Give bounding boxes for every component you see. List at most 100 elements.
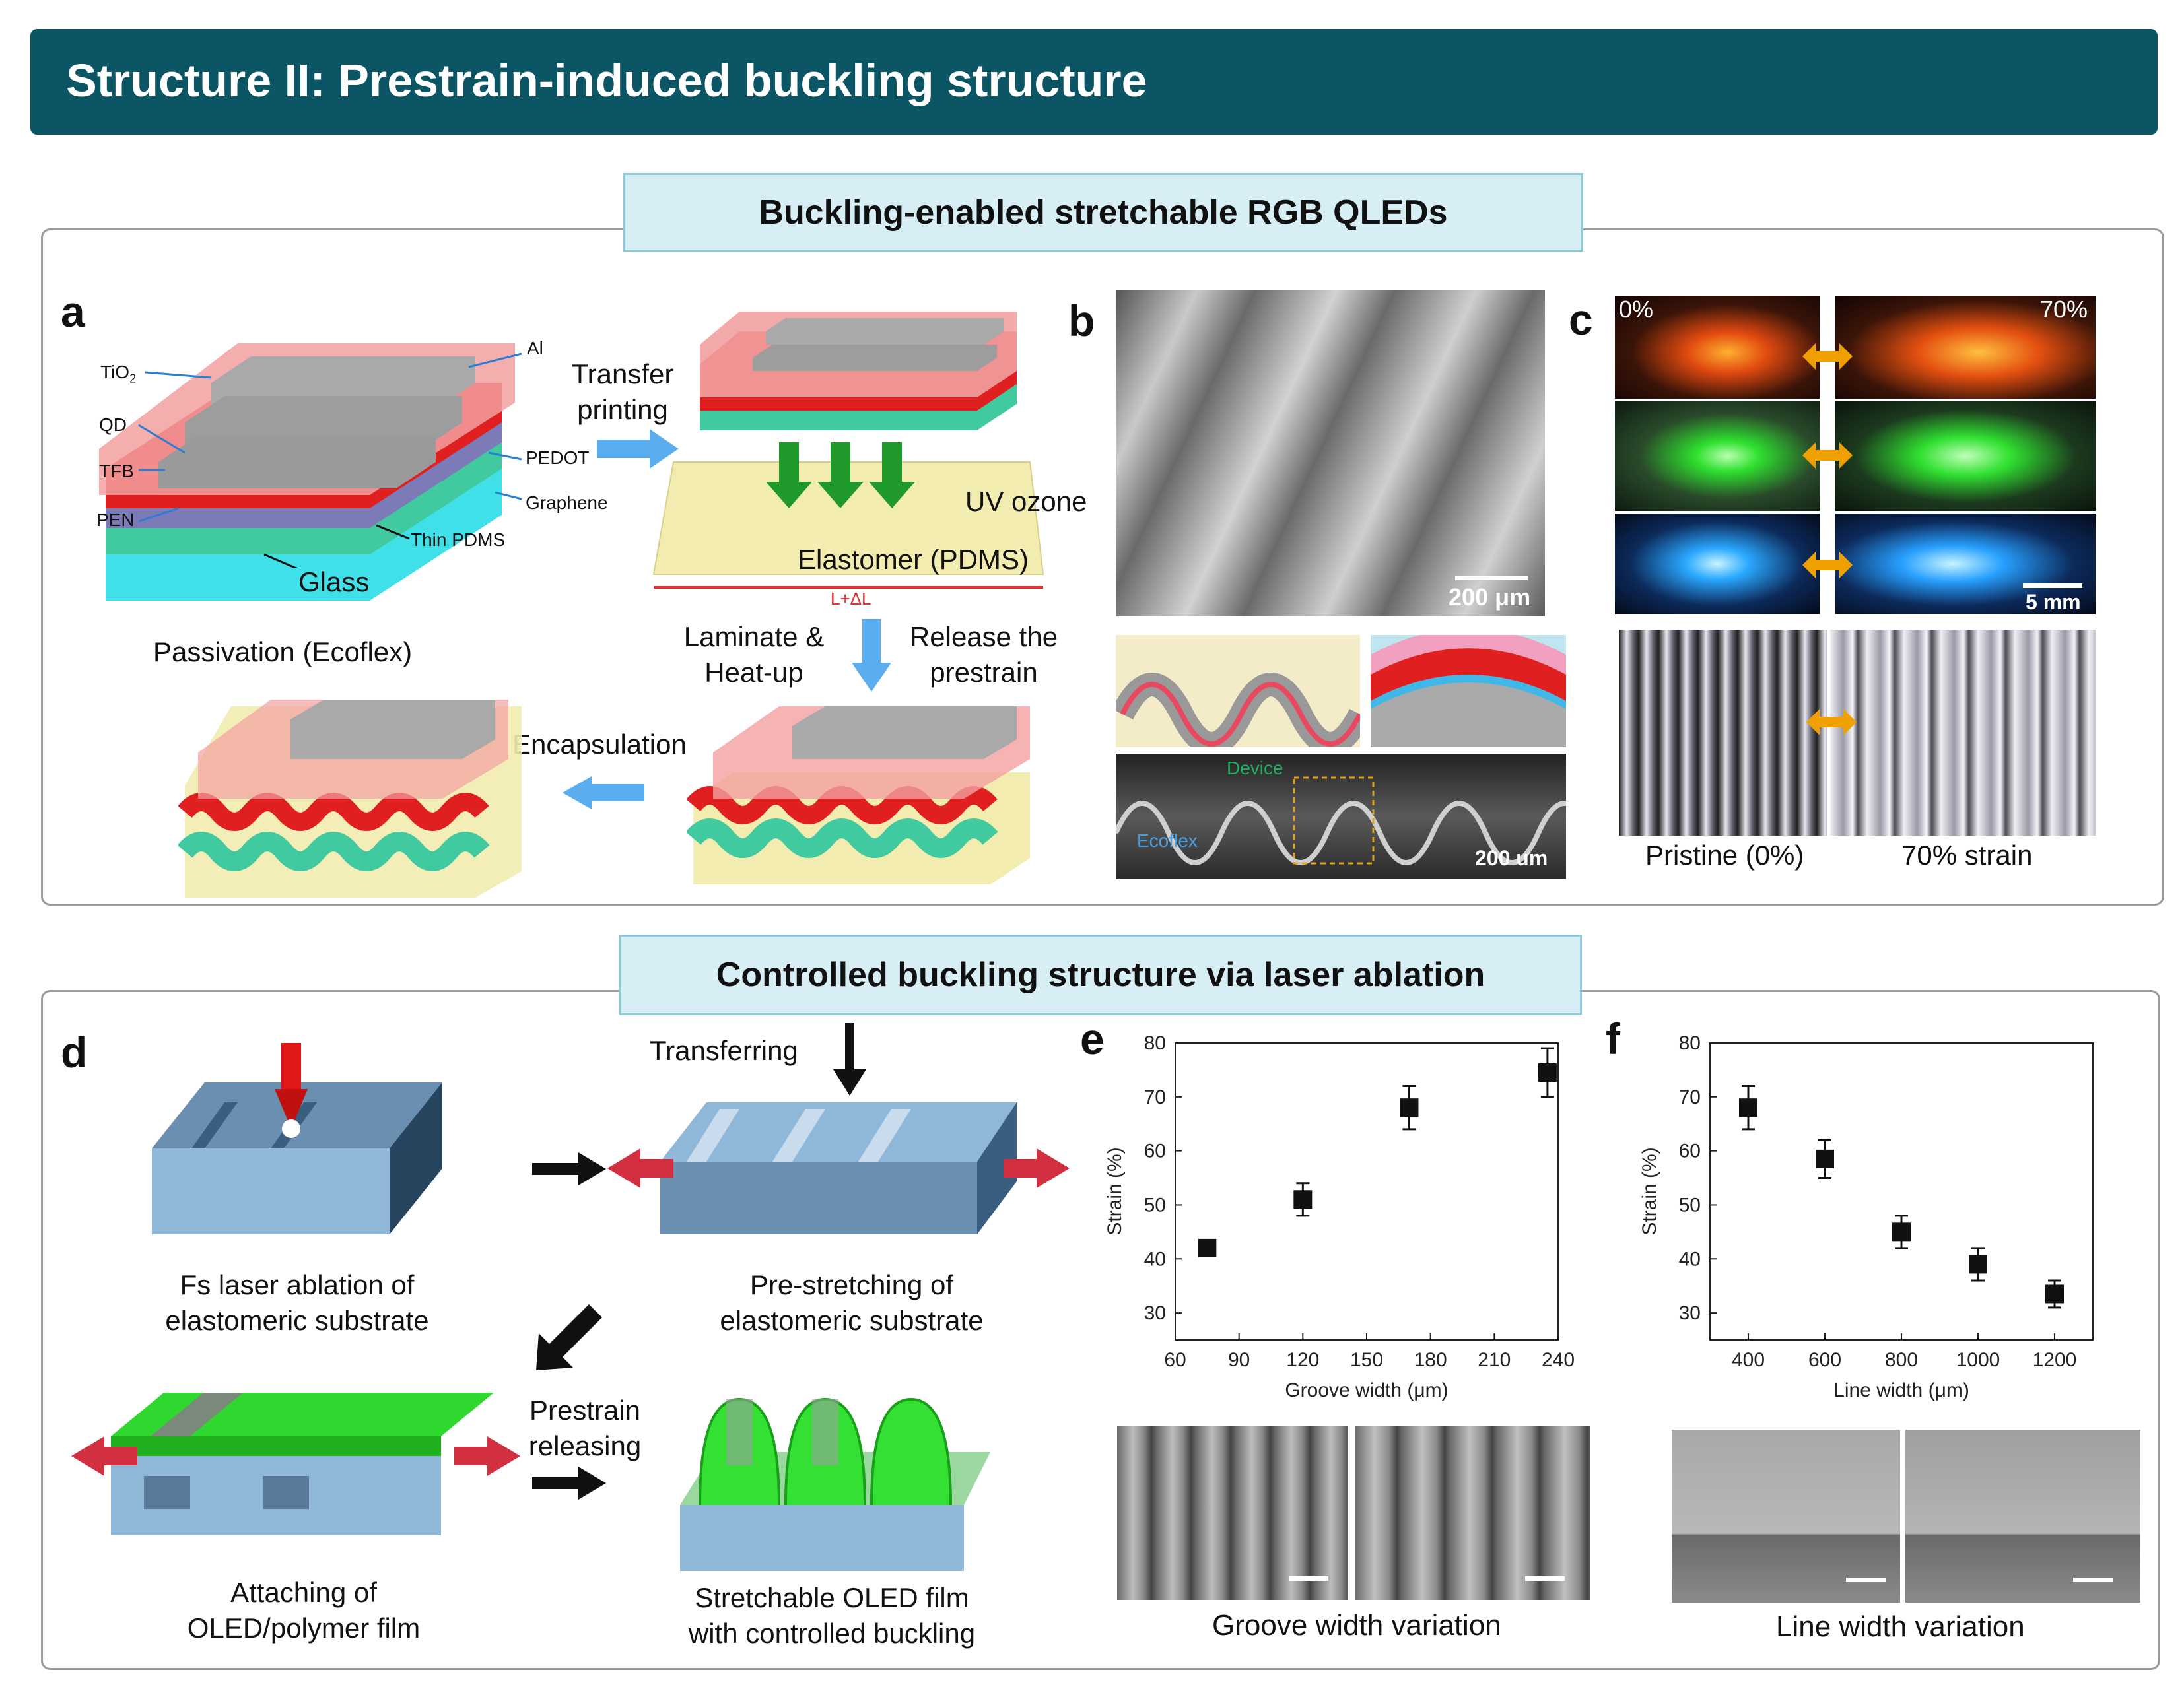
y-tick-label: 40 — [1679, 1248, 1701, 1270]
panel-c-label: c — [1569, 295, 1593, 344]
green-qled-pristine — [1615, 401, 1820, 511]
scale-bar — [1289, 1576, 1328, 1581]
strain-70-label: 70% — [2040, 296, 2088, 323]
sem-line-narrow — [1672, 1430, 1900, 1603]
x-axis-label: Groove width (μm) — [1285, 1380, 1448, 1401]
x-tick-label: 400 — [1732, 1349, 1765, 1371]
swap-arrow-icon — [1806, 709, 1857, 735]
scale-bar — [2073, 1578, 2113, 1582]
caption-pristine: Pristine (0%) — [1645, 840, 1804, 871]
green-qled-stretched — [1835, 401, 2096, 511]
y-tick-label: 30 — [1144, 1302, 1166, 1324]
label-al: Al — [527, 338, 543, 358]
y-axis-label: Strain (%) — [1639, 1147, 1660, 1235]
y-tick-label: 30 — [1679, 1302, 1701, 1324]
data-point — [1293, 1190, 1313, 1209]
y-axis-label: Strain (%) — [1104, 1147, 1126, 1235]
label-graphene: Graphene — [526, 492, 608, 513]
panel-b-label: b — [1068, 296, 1095, 345]
x-tick-label: 120 — [1286, 1349, 1319, 1371]
transferred-stack-illustration — [700, 312, 1017, 430]
data-point — [1198, 1238, 1217, 1257]
x-tick-label: 1200 — [2033, 1349, 2077, 1371]
header-banner — [30, 29, 2158, 135]
label-pedot: PEDOT — [526, 448, 590, 468]
scale-bar — [1525, 1576, 1565, 1581]
label-qd: QD — [99, 415, 127, 435]
laser-ablation-illustration — [152, 1043, 442, 1234]
wave-schematic-svg — [1116, 673, 1360, 747]
device-stack-illustration — [99, 343, 515, 601]
label-tfb: TFB — [99, 461, 134, 481]
panel-e-label: e — [1080, 1015, 1105, 1063]
x-tick-label: 60 — [1164, 1349, 1186, 1371]
x-tick-label: 90 — [1228, 1349, 1250, 1371]
y-tick-label: 80 — [1679, 1032, 1701, 1054]
caption-70-strain: 70% strain — [1901, 840, 2033, 871]
left-arrow-icon — [563, 776, 644, 809]
x-tick-label: 600 — [1808, 1349, 1841, 1371]
y-tick-label: 40 — [1144, 1248, 1166, 1270]
data-point — [1739, 1098, 1757, 1117]
buckled-device-illustration — [687, 706, 1030, 884]
sem-groove-narrow — [1117, 1426, 1348, 1600]
right-arrow-icon — [532, 1467, 606, 1500]
x-tick-label: 150 — [1350, 1349, 1383, 1371]
sem-image-cross-section — [1116, 754, 1566, 879]
plot-frame — [1175, 1042, 1559, 1341]
y-tick-label: 70 — [1144, 1086, 1166, 1108]
data-point — [1538, 1063, 1557, 1082]
cross-section-wave — [1116, 776, 1566, 865]
layer-zoom-schematic — [1371, 635, 1566, 747]
y-tick-label: 60 — [1144, 1141, 1166, 1162]
prestretch-illustration — [607, 1102, 1070, 1234]
line-width-caption: Line width variation — [1776, 1611, 2025, 1643]
oled-attach-illustration — [71, 1393, 520, 1535]
page-title: Structure II: Prestrain-induced buckling… — [66, 55, 1147, 106]
scale-bar — [2023, 583, 2082, 588]
passivation-label: Passivation (Ecoflex) — [153, 636, 413, 667]
stack-leader-lines — [138, 352, 522, 568]
label-thin-pdms: Thin PDMS — [411, 529, 506, 550]
data-point — [1892, 1222, 1911, 1242]
swap-arrow-icons — [1802, 343, 1853, 578]
data-point — [1816, 1149, 1834, 1168]
scale-bar — [1455, 576, 1528, 580]
stripe-image-pristine — [1619, 630, 1827, 836]
plot-frame — [1709, 1042, 2094, 1341]
right-arrow-icon — [532, 1152, 606, 1185]
right-arrow-icon — [597, 429, 679, 469]
encapsulated-device-illustration — [178, 700, 522, 898]
panel-d-label: d — [61, 1028, 88, 1077]
down-arrow-icon — [833, 1023, 866, 1096]
scale-label-bottom: 200 um — [1475, 846, 1548, 870]
blue-qled-pristine — [1615, 514, 1820, 614]
data-point — [1400, 1098, 1419, 1117]
length-label: L+ΔL — [831, 589, 871, 609]
x-tick-label: 1000 — [1956, 1349, 2000, 1371]
y-tick-label: 70 — [1679, 1086, 1701, 1108]
scale-label-5mm: 5 mm — [2026, 590, 2081, 614]
y-tick-label: 50 — [1679, 1194, 1701, 1216]
panel-a-label: a — [61, 287, 85, 336]
elastomer-label: Elastomer (PDMS) — [798, 544, 1029, 575]
x-tick-label: 180 — [1414, 1349, 1447, 1371]
x-tick-label: 240 — [1542, 1349, 1575, 1371]
x-tick-label: 210 — [1478, 1349, 1511, 1371]
x-axis-label: Line width (μm) — [1833, 1380, 1969, 1401]
panel-f-label: f — [1606, 1015, 1620, 1063]
top-section-title: Buckling-enabled stretchable RGB QLEDs — [623, 173, 1583, 252]
buckled-oled-illustration — [680, 1397, 990, 1571]
groove-width-caption: Groove width variation — [1212, 1609, 1501, 1642]
transferring-label: Transferring — [650, 1035, 798, 1066]
y-tick-label: 50 — [1144, 1194, 1166, 1216]
uv-ozone-label: UV ozone — [965, 486, 1087, 517]
